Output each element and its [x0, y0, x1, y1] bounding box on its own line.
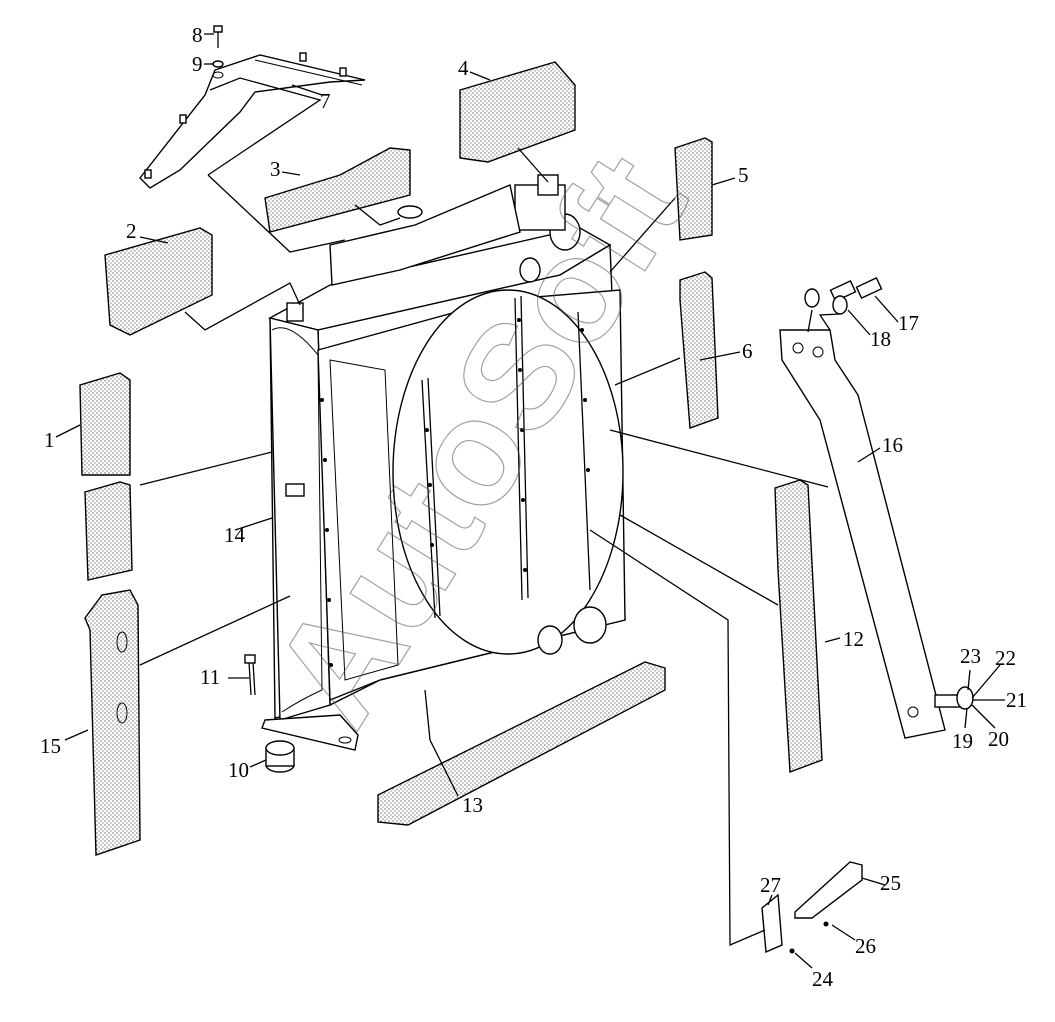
- label-13: 13: [462, 793, 483, 817]
- label-27: 27: [760, 873, 781, 897]
- label-15: 15: [40, 734, 61, 758]
- label-20: 20: [988, 727, 1009, 751]
- label-18: 18: [870, 327, 891, 351]
- support-strut: [779, 276, 974, 739]
- leader-lines: [55, 33, 1005, 969]
- label-8: 8: [192, 23, 203, 47]
- label-12: 12: [843, 627, 864, 651]
- foam-pads: [79, 61, 823, 856]
- label-16: 16: [882, 433, 903, 457]
- label-26: 26: [855, 934, 876, 958]
- small-parts: [212, 25, 863, 954]
- cover-plate: [139, 52, 366, 189]
- label-6: 6: [742, 339, 753, 363]
- label-23: 23: [960, 644, 981, 668]
- radiator-body: [261, 174, 626, 751]
- label-14: 14: [224, 523, 246, 547]
- label-3: 3: [270, 157, 281, 181]
- label-25: 25: [880, 871, 901, 895]
- label-2: 2: [126, 219, 137, 243]
- label-24: 24: [812, 967, 834, 991]
- label-11: 11: [200, 665, 220, 689]
- label-5: 5: [738, 163, 749, 187]
- label-22: 22: [995, 646, 1016, 670]
- label-19: 19: [952, 729, 973, 753]
- label-1: 1: [44, 428, 55, 452]
- label-17: 17: [898, 311, 919, 335]
- label-9: 9: [192, 52, 203, 76]
- label-7: 7: [320, 89, 331, 113]
- label-21: 21: [1006, 688, 1027, 712]
- label-4: 4: [458, 56, 469, 80]
- label-10: 10: [228, 758, 249, 782]
- part-labels: 1 2 3 4 5 6 7 8 9 10 11 12 13 14 15 16 1…: [40, 23, 1027, 991]
